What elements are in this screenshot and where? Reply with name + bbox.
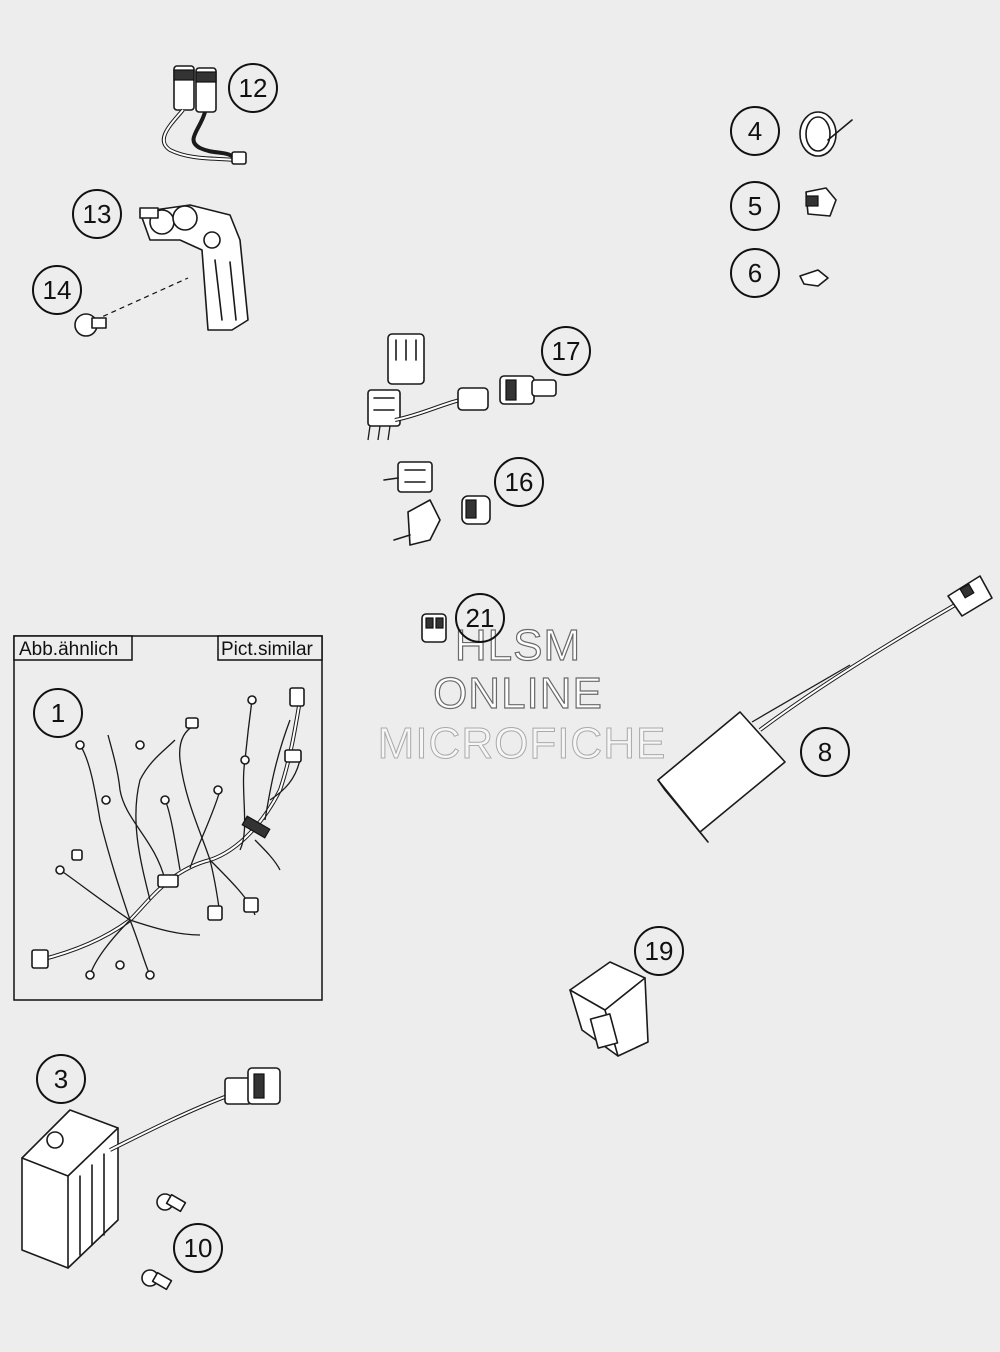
- watermark-line-1: HLSM: [455, 621, 581, 670]
- part-12-fuse-holder: [161, 65, 247, 165]
- callout-label: 8: [818, 737, 832, 767]
- callout-label: 1: [51, 698, 65, 728]
- callout-1: 1: [33, 688, 83, 738]
- part-6-clip: [799, 269, 829, 287]
- callout-label: 5: [748, 191, 762, 221]
- callout-16: 16: [494, 457, 544, 507]
- part-3-voltage-regulator: [21, 1067, 281, 1269]
- part-19-relay: [569, 961, 649, 1057]
- callout-label: 10: [184, 1233, 213, 1263]
- callout-label: 21: [466, 603, 495, 633]
- callout-label: 3: [54, 1064, 68, 1094]
- callout-8: 8: [800, 727, 850, 777]
- callout-label: 17: [552, 336, 581, 366]
- callout-19: 19: [634, 926, 684, 976]
- part-21-connector: [421, 613, 447, 643]
- callout-label: 13: [83, 199, 112, 229]
- callout-4: 4: [730, 106, 780, 156]
- part-16-connector-set: [383, 461, 491, 546]
- callout-17: 17: [541, 326, 591, 376]
- callout-label: 19: [645, 936, 674, 966]
- part-10-bolts: [141, 1193, 187, 1291]
- callout-14: 14: [32, 265, 82, 315]
- part-1-main-harness: [31, 687, 305, 980]
- part-14-screw: [74, 277, 189, 337]
- callout-12: 12: [228, 63, 278, 113]
- callout-label: 4: [748, 116, 762, 146]
- callout-label: 14: [43, 275, 72, 305]
- part-8-control-unit: [657, 575, 993, 843]
- watermark-line-3: MICROFICHE: [378, 719, 667, 768]
- part-17-connector-cable: [367, 333, 557, 441]
- label-pict-similar: Pict.similar: [221, 639, 314, 660]
- callout-3: 3: [36, 1054, 86, 1104]
- callout-label: 16: [505, 467, 534, 497]
- part-4-cable-tie: [799, 111, 853, 157]
- callout-21: 21: [455, 593, 505, 643]
- label-abb-aehnlich: Abb.ähnlich: [19, 639, 118, 660]
- part-13-fuse-box: [139, 204, 249, 331]
- callout-6: 6: [730, 248, 780, 298]
- watermark-line-2: ONLINE: [433, 669, 603, 718]
- callout-5: 5: [730, 181, 780, 231]
- callout-10: 10: [173, 1223, 223, 1273]
- part-5-clamp: [805, 187, 837, 217]
- callout-label: 6: [748, 258, 762, 288]
- callout-label: 12: [239, 73, 268, 103]
- watermark: HLSM ONLINE MICROFICHE: [377, 620, 667, 768]
- callout-13: 13: [72, 189, 122, 239]
